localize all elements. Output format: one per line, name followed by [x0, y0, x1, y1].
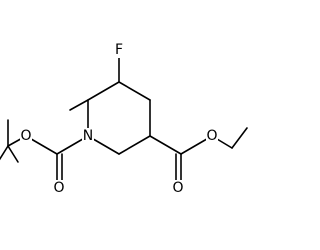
- atom-label-o-carbamate-carbonyl: O: [53, 180, 64, 196]
- atom-bg-o-carbamate-carbonyl: [53, 180, 65, 196]
- atom-bg-o-carbamate-ether: [20, 128, 32, 144]
- atom-bg-o-ester-ether: [206, 128, 218, 144]
- bond-ring-c3-c4: [118, 81, 151, 101]
- bond-ethyl-ch2-ch3: [231, 127, 248, 149]
- bond-tbu-methyl-3: [7, 145, 19, 163]
- atom-bg-o-ester-carbonyl: [172, 180, 184, 196]
- bond-ring-c2-c3: [87, 81, 120, 101]
- bond-c5-ester-c: [149, 135, 182, 155]
- bond-tbu-methyl-2: [0, 145, 9, 161]
- chemical-structure: F N O O O O: [0, 42, 248, 196]
- atom-label-o-ester-carbonyl: O: [172, 180, 183, 196]
- atom-label-o-ester-ether: O: [206, 128, 217, 144]
- bond-ring-n-c2: [69, 99, 89, 111]
- atom-label-n: N: [83, 128, 93, 144]
- atom-label-f: F: [115, 42, 123, 58]
- atom-label-o-carbamate-ether: O: [20, 128, 31, 144]
- bond-ring-c5-c6: [118, 135, 151, 155]
- atom-bg-f: [113, 42, 125, 58]
- atom-bg-n: [82, 128, 94, 144]
